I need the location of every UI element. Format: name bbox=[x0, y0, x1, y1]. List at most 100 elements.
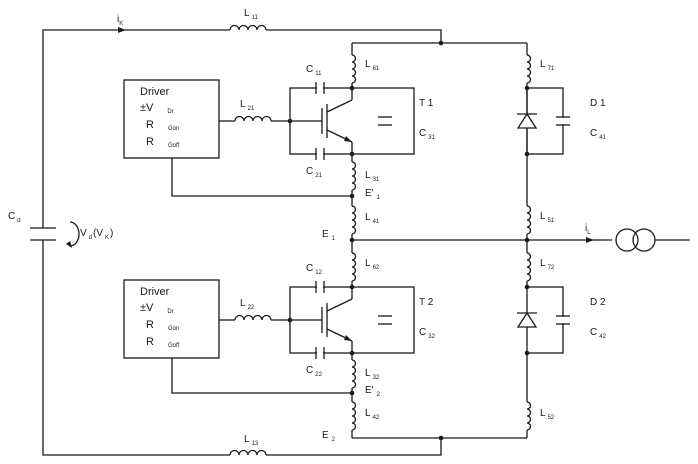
bottom-bus bbox=[42, 240, 442, 456]
label-C41: C bbox=[590, 128, 597, 139]
inductor-L61 bbox=[351, 54, 357, 84]
label-C22: C bbox=[306, 365, 313, 376]
label-E1-prime: E' bbox=[365, 188, 374, 199]
current-arrow-iL bbox=[586, 237, 594, 243]
label-L32: L bbox=[365, 368, 371, 379]
inductor-L21 bbox=[234, 115, 272, 122]
svg-text:L51: L51 bbox=[540, 211, 555, 224]
svg-text:E1: E1 bbox=[322, 229, 336, 242]
inductor-L31 bbox=[351, 161, 357, 191]
label-T1: T 1 bbox=[419, 98, 434, 109]
label-iK: i bbox=[117, 14, 119, 25]
svg-text:C11: C11 bbox=[306, 64, 322, 77]
switch-column bbox=[287, 43, 415, 438]
label-E2: E bbox=[322, 430, 329, 441]
label-L61: L bbox=[365, 59, 371, 70]
label-C12: C bbox=[306, 263, 313, 274]
svg-text:Cd: Cd bbox=[8, 211, 21, 224]
label-L72: L bbox=[540, 258, 546, 269]
diode-column bbox=[516, 43, 570, 438]
label-L11: L bbox=[244, 8, 250, 19]
svg-text:L42: L42 bbox=[365, 408, 380, 421]
inductor-L32 bbox=[351, 359, 357, 389]
inductor-L41 bbox=[351, 205, 357, 235]
inductor-L71 bbox=[526, 54, 532, 84]
svg-text:L31: L31 bbox=[365, 170, 380, 183]
label-C31: C bbox=[419, 128, 426, 139]
svg-text:iK: iK bbox=[117, 14, 123, 27]
svg-text:C42: C42 bbox=[590, 327, 607, 340]
top-bus bbox=[42, 24, 442, 228]
label-C32: C bbox=[419, 327, 426, 338]
label-C42: C bbox=[590, 327, 597, 338]
svg-text:L21: L21 bbox=[240, 99, 255, 112]
driver-1 bbox=[123, 79, 352, 197]
label-Cd: C bbox=[8, 211, 15, 222]
driver-2 bbox=[123, 279, 352, 394]
label-E2-prime: E' bbox=[365, 385, 374, 396]
label-C21: C bbox=[306, 166, 313, 177]
label-D2: D 2 bbox=[590, 297, 606, 308]
inductor-L52 bbox=[526, 401, 532, 431]
load-transformer bbox=[615, 228, 690, 252]
inductor-L42 bbox=[351, 401, 357, 431]
current-arrow-iK bbox=[118, 27, 126, 33]
label-E1: E bbox=[322, 229, 329, 240]
inductor-L72 bbox=[526, 252, 532, 282]
svg-text:C31: C31 bbox=[419, 128, 436, 141]
label-iL: i bbox=[585, 223, 587, 234]
label-L62: L bbox=[365, 258, 371, 269]
label-L13: L bbox=[244, 434, 250, 445]
svg-text:L22: L22 bbox=[240, 298, 255, 311]
label-T2: T 2 bbox=[419, 297, 434, 308]
svg-text:L72: L72 bbox=[540, 258, 555, 271]
label-L51: L bbox=[540, 211, 546, 222]
label-L41: L bbox=[365, 212, 371, 223]
svg-text:L61: L61 bbox=[365, 59, 380, 72]
diode-D1 bbox=[516, 112, 538, 129]
svg-text:E'1: E'1 bbox=[365, 188, 381, 201]
label-L31: L bbox=[365, 170, 371, 181]
label-L52: L bbox=[540, 408, 546, 419]
inductor-L51 bbox=[526, 205, 532, 235]
svg-text:E2: E2 bbox=[322, 430, 336, 443]
svg-text:L32: L32 bbox=[365, 368, 380, 381]
inductor-L22 bbox=[234, 314, 272, 321]
label-L42: L bbox=[365, 408, 371, 419]
svg-text:C41: C41 bbox=[590, 128, 607, 141]
svg-text:C32: C32 bbox=[419, 327, 436, 340]
voltage-arrow-Vd bbox=[69, 221, 80, 247]
svg-text:L71: L71 bbox=[540, 59, 555, 72]
svg-text:C21: C21 bbox=[306, 166, 323, 179]
label-C11: C bbox=[306, 64, 313, 75]
svg-text:L13: L13 bbox=[244, 434, 259, 447]
inductor-L62 bbox=[351, 252, 357, 282]
igbt-T2 bbox=[290, 287, 353, 353]
svg-text:L41: L41 bbox=[365, 212, 380, 225]
label-L21: L bbox=[240, 99, 246, 110]
igbt-T1 bbox=[290, 88, 353, 154]
svg-text:E'2: E'2 bbox=[365, 385, 381, 398]
inductor-L13 bbox=[229, 449, 267, 456]
inductor-L11 bbox=[229, 24, 267, 31]
svg-text:L11: L11 bbox=[244, 8, 258, 21]
label-D1: D 1 bbox=[590, 98, 606, 109]
svg-text:L52: L52 bbox=[540, 408, 555, 421]
diode-D2 bbox=[516, 311, 538, 328]
svg-text:C12: C12 bbox=[306, 263, 323, 276]
label-L71: L bbox=[540, 59, 546, 70]
svg-text:C22: C22 bbox=[306, 365, 323, 378]
label-L22: L bbox=[240, 298, 246, 309]
capacitor-Cd bbox=[30, 227, 56, 241]
driver1-title: Driver bbox=[140, 86, 170, 98]
driver2-title: Driver bbox=[140, 286, 170, 298]
svg-text:iL: iL bbox=[585, 223, 591, 236]
